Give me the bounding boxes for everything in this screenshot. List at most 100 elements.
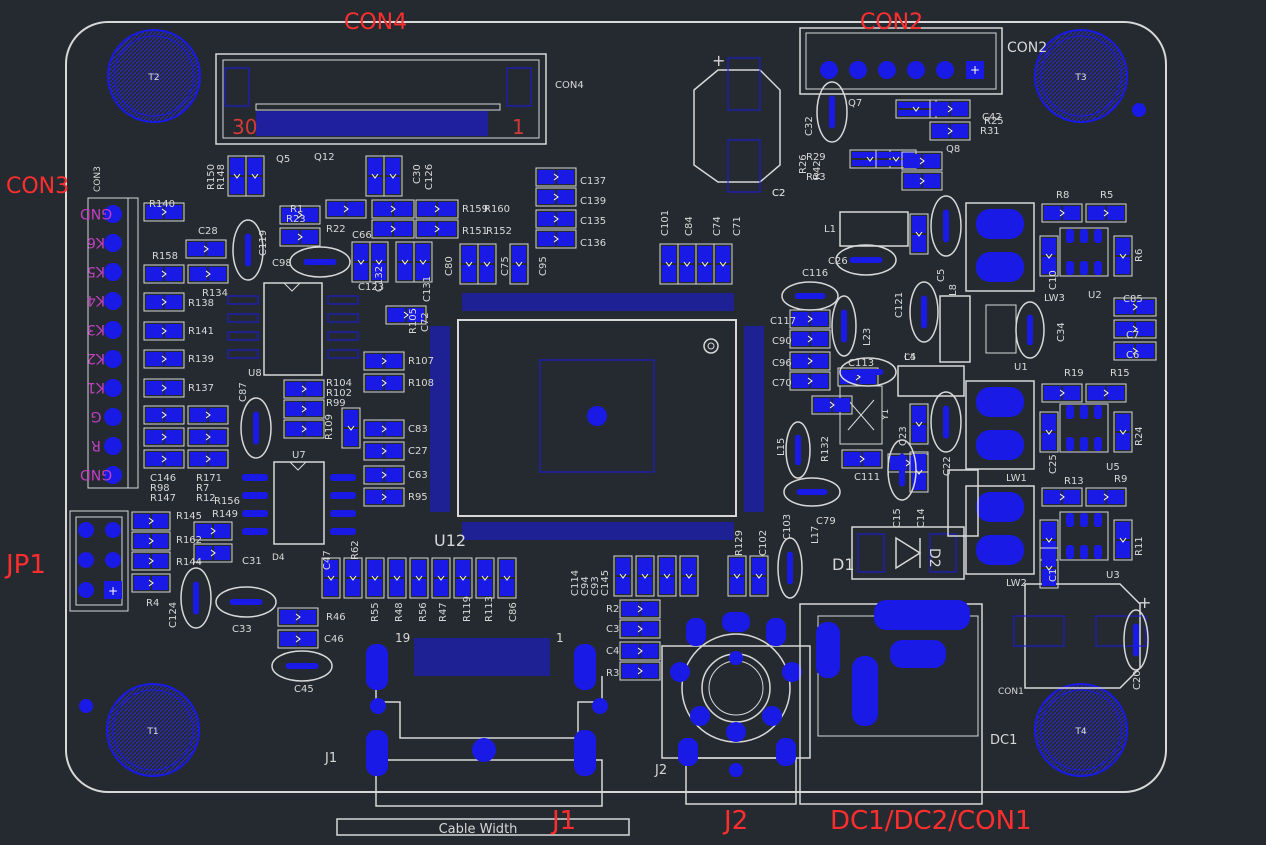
smd-footprint bbox=[187, 405, 229, 425]
refdes-label: C31 bbox=[242, 556, 262, 567]
tantalum-capacitor bbox=[781, 281, 839, 311]
smd-footprint bbox=[713, 243, 733, 285]
dc1-jack: DC1 bbox=[799, 600, 1017, 805]
refdes-label: R160 bbox=[484, 204, 510, 215]
lw3-choke: LW3 bbox=[965, 202, 1065, 304]
refdes-label: C119 bbox=[258, 230, 269, 256]
refdes-label: R171 bbox=[196, 473, 222, 484]
con3-pin-label: GND bbox=[80, 205, 112, 221]
con3-pin-pad bbox=[104, 437, 122, 455]
refdes-label: C79 bbox=[816, 516, 836, 527]
annotation-con2: CON2 bbox=[860, 10, 924, 35]
u8-ic: U8 bbox=[227, 282, 359, 379]
smd-footprint bbox=[395, 241, 415, 283]
refdes-label: C14 bbox=[916, 508, 927, 528]
smd-footprint bbox=[369, 241, 389, 283]
svg-text:+: + bbox=[712, 51, 725, 70]
refdes-label: C28 bbox=[198, 226, 218, 237]
smd-footprint bbox=[187, 264, 229, 284]
smd-footprint bbox=[363, 441, 405, 461]
tantalum-capacitor bbox=[831, 295, 857, 357]
smd-footprint bbox=[365, 557, 385, 599]
refdes-label: C101 bbox=[660, 210, 671, 236]
lw1-choke: LW1 bbox=[965, 380, 1035, 484]
refdes-label: R26 bbox=[798, 154, 809, 174]
refdes-label: C45 bbox=[294, 684, 314, 695]
tantalum-capacitor bbox=[1123, 609, 1149, 671]
smd-footprint bbox=[409, 557, 429, 599]
refdes-label: C1 bbox=[1048, 569, 1059, 582]
mount-hole-label: T1 bbox=[146, 727, 158, 737]
refdes-label: R8 bbox=[1056, 190, 1069, 201]
refdes-label: C93 bbox=[590, 576, 601, 596]
dc1-silk-label: DC1 bbox=[990, 733, 1017, 748]
smd-footprint bbox=[131, 551, 171, 571]
refdes-label: C90 bbox=[772, 336, 792, 347]
smd-footprint bbox=[453, 557, 473, 599]
refdes-label: R46 bbox=[326, 612, 346, 623]
smd-footprint bbox=[143, 427, 185, 447]
refdes-label: R98 bbox=[150, 483, 170, 494]
svg-text:+: + bbox=[1138, 593, 1151, 612]
l4-label: C5 bbox=[904, 353, 916, 363]
smd-footprint bbox=[1039, 235, 1059, 277]
u3-label: U3 bbox=[1106, 570, 1120, 581]
refdes-label: C30 bbox=[412, 164, 423, 184]
refdes-label: C114 bbox=[570, 570, 581, 596]
refdes-label: R102 bbox=[326, 388, 352, 399]
smd-footprint bbox=[619, 661, 661, 681]
con3-pin-label: GND bbox=[80, 466, 112, 482]
refdes-label: C22 bbox=[942, 456, 953, 476]
inductor-outline bbox=[839, 211, 909, 247]
c2-label: C2 bbox=[772, 188, 785, 199]
tantalum-capacitor bbox=[232, 219, 264, 281]
smd-footprint bbox=[789, 371, 831, 391]
refdes-label: C2 bbox=[772, 188, 785, 199]
refdes-label: L4 bbox=[904, 352, 916, 363]
smd-footprint bbox=[321, 557, 341, 599]
smd-footprint bbox=[143, 202, 185, 222]
smd-footprint bbox=[1039, 411, 1059, 453]
smd-footprint bbox=[1041, 487, 1083, 507]
refdes-label: C117 bbox=[770, 316, 796, 327]
refdes-label: C102 bbox=[758, 530, 769, 556]
smd-footprint bbox=[679, 555, 699, 597]
smd-footprint bbox=[1113, 297, 1157, 317]
refdes-label: C80 bbox=[444, 256, 455, 276]
refdes-label: R42 bbox=[812, 160, 823, 180]
passive-components bbox=[131, 81, 1157, 682]
refdes-label: C103 bbox=[782, 514, 793, 540]
refdes-label: C123 bbox=[358, 282, 384, 293]
u7-label: U7 bbox=[292, 450, 306, 461]
lw2-choke: LW2 bbox=[965, 485, 1035, 589]
d2-label: D2 bbox=[926, 548, 942, 568]
refdes-label: R141 bbox=[188, 326, 214, 337]
smd-footprint bbox=[659, 243, 679, 285]
refdes-label: C137 bbox=[580, 176, 606, 187]
refdes-label: Q8 bbox=[946, 144, 960, 155]
refdes-label: R109 bbox=[324, 414, 335, 440]
refdes-label: R1 bbox=[290, 204, 303, 215]
refdes-label: C34 bbox=[1056, 322, 1067, 342]
smd-footprint bbox=[383, 155, 403, 197]
refdes-label: C72 bbox=[420, 312, 431, 332]
smd-footprint bbox=[283, 419, 325, 439]
tantalum-capacitor bbox=[785, 421, 811, 479]
smd-footprint bbox=[909, 213, 929, 255]
con3-pin-pad bbox=[104, 466, 122, 484]
refdes-label: R11 bbox=[1134, 536, 1145, 556]
refdes-label: C121 bbox=[894, 292, 905, 318]
refdes-label: R158 bbox=[152, 251, 178, 262]
refdes-label: R129 bbox=[734, 530, 745, 556]
refdes-label: C87 bbox=[238, 382, 249, 402]
smd-footprint bbox=[811, 395, 853, 415]
refdes-label: C47 bbox=[322, 550, 333, 570]
refdes-label: R150 bbox=[206, 164, 217, 190]
smd-footprint bbox=[143, 449, 185, 469]
tantalum-capacitor bbox=[240, 397, 272, 459]
con2-connector: + CON2 bbox=[799, 27, 1047, 95]
smd-footprint bbox=[1113, 519, 1133, 561]
smd-footprint bbox=[459, 243, 479, 285]
refdes-label: R138 bbox=[188, 298, 214, 309]
refdes-label: R151 bbox=[462, 226, 488, 237]
